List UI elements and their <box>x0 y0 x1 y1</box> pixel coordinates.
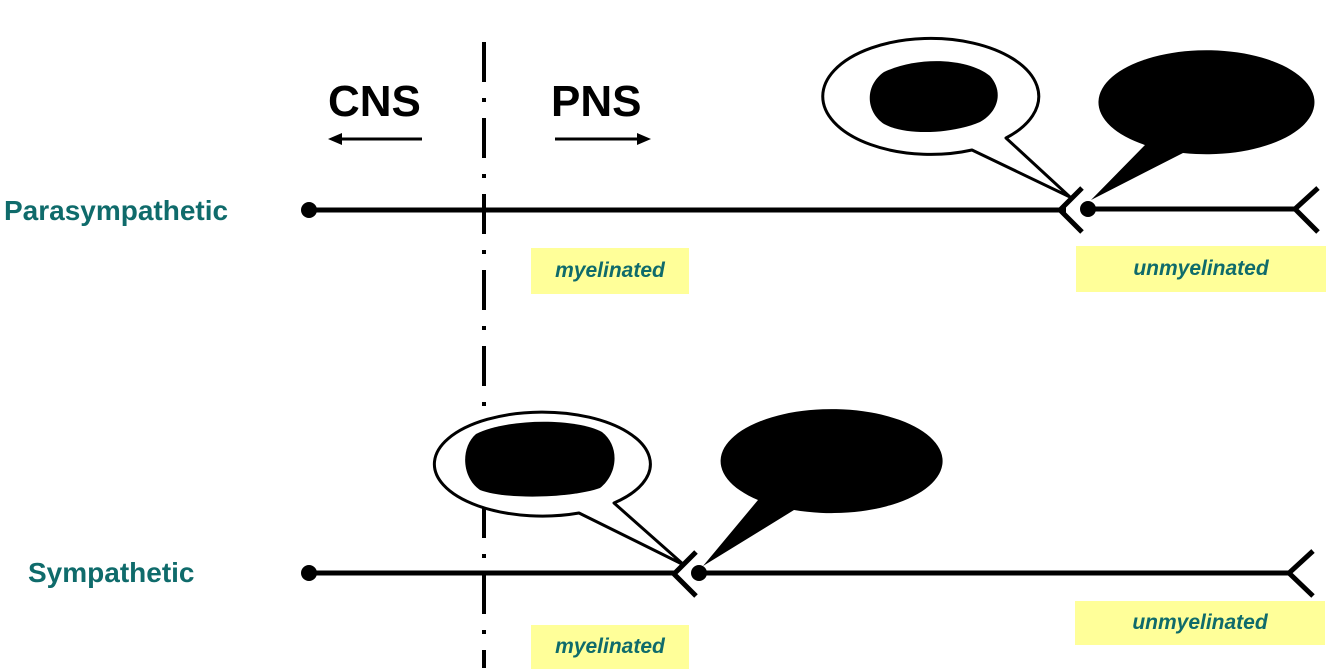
para-postganglionic-callout <box>1091 50 1315 200</box>
parasympathetic-label: Parasympathetic <box>4 195 229 226</box>
para-postganglionic-tag: unmyelinated <box>1076 246 1326 292</box>
symp-postganglionic-tag: unmyelinated <box>1075 601 1325 645</box>
symp-preganglionic-blob <box>465 421 615 497</box>
para-preganglionic-callout <box>821 36 1072 199</box>
symp-preganglionic-tag: myelinated <box>531 625 689 669</box>
symp-postganglionic-callout <box>703 409 943 566</box>
cns-arrow <box>328 133 422 145</box>
para-postganglionic-terminal <box>1291 186 1320 234</box>
symp-postganglionic-terminal <box>1285 549 1315 598</box>
cns-label: CNS <box>328 77 421 126</box>
pns-arrow <box>555 133 651 145</box>
pns-label: PNS <box>551 77 642 126</box>
para-preganglionic-tag: myelinated <box>531 248 689 294</box>
sympathetic-label: Sympathetic <box>28 557 195 588</box>
sympathetic-pathway <box>301 549 1315 598</box>
para-preganglionic-blob <box>869 61 998 133</box>
symp-preganglionic-callout <box>432 410 686 567</box>
parasympathetic-pathway <box>301 186 1320 234</box>
symp-preganglionic-terminal <box>670 550 698 598</box>
para-preganglionic-terminal <box>1056 186 1084 234</box>
